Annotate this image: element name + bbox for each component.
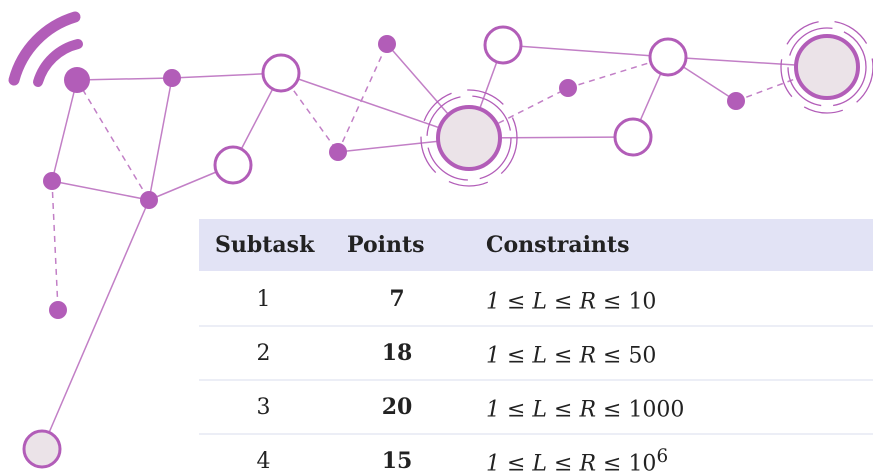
subtask-number: 2: [199, 325, 342, 380]
node: [43, 172, 61, 190]
table-row: 2 18 1 ≤ L ≤ R ≤ 50: [199, 325, 873, 380]
edge: [148, 77, 173, 201]
ring: [420, 89, 518, 187]
wifi-arc-outer: [8, 11, 81, 86]
points-value: 15: [342, 433, 466, 475]
node: [163, 69, 181, 87]
wifi-arc-inner: [33, 39, 83, 87]
edge: [337, 43, 388, 153]
node: [140, 191, 158, 209]
node: [64, 67, 90, 93]
node: [213, 145, 253, 185]
constraint-text: 1 ≤ L ≤ R ≤ 106: [466, 433, 873, 475]
constraint-prefix: 1 ≤ L ≤ R ≤: [486, 343, 629, 369]
wifi-signal-icon: [8, 11, 83, 87]
edge: [468, 87, 569, 139]
node: [329, 143, 347, 161]
edge: [51, 180, 150, 201]
edge: [280, 72, 470, 139]
edge: [76, 79, 150, 201]
edge: [51, 180, 59, 311]
node: [49, 301, 67, 319]
header-subtask: Subtask: [199, 219, 342, 272]
points-value: 18: [342, 325, 466, 380]
constraint-value: 50: [628, 343, 657, 369]
constraint-prefix: 1 ≤ L ≤ R ≤: [486, 451, 629, 475]
node: [648, 37, 688, 77]
node: [378, 35, 396, 53]
ring: [780, 20, 873, 114]
ring: [426, 95, 512, 181]
hub-node: [436, 105, 502, 171]
subtask-table: Subtask Points Constraints 1 7 1 ≤ L ≤ R…: [199, 219, 873, 475]
node: [727, 92, 745, 110]
edge: [51, 79, 78, 182]
constraint-value: 1000: [628, 397, 685, 423]
node: [559, 79, 577, 97]
header-constraints: Constraints: [466, 219, 873, 272]
constraint-value: 10: [628, 289, 657, 315]
table-row: 1 7 1 ≤ L ≤ R ≤ 10: [199, 271, 873, 326]
subtask-number: 4: [199, 433, 342, 475]
node: [483, 25, 523, 65]
constraint-prefix: 1 ≤ L ≤ R ≤: [486, 289, 629, 315]
graph-nodes-hollow: [213, 25, 688, 185]
node: [613, 117, 653, 157]
constraint-text: 1 ≤ L ≤ R ≤ 50: [466, 325, 873, 380]
constraint-value: 10: [628, 451, 657, 475]
hub-node: [794, 34, 860, 100]
constraint-prefix: 1 ≤ L ≤ R ≤: [486, 397, 629, 423]
edge: [41, 199, 150, 450]
points-value: 20: [342, 379, 466, 434]
constraint-text: 1 ≤ L ≤ R ≤ 10: [466, 271, 873, 326]
edge: [76, 77, 173, 81]
edge: [502, 44, 669, 58]
table-row: 3 20 1 ≤ L ≤ R ≤ 1000: [199, 379, 873, 434]
constraint-exponent: 6: [656, 445, 669, 467]
subtask-number: 1: [199, 271, 342, 326]
node: [22, 429, 62, 469]
subtask-number: 3: [199, 379, 342, 434]
node: [261, 53, 301, 93]
ring: [787, 27, 867, 107]
constraint-text: 1 ≤ L ≤ R ≤ 1000: [466, 379, 873, 434]
points-value: 7: [342, 271, 466, 326]
table-row: 4 15 1 ≤ L ≤ R ≤ 106: [199, 433, 873, 475]
hub-rings: [420, 20, 873, 187]
graph-nodes-large: [22, 34, 860, 469]
graph-nodes-filled: [43, 35, 745, 319]
header-points: Points: [342, 219, 466, 272]
table-header-row: Subtask Points Constraints: [199, 219, 873, 272]
